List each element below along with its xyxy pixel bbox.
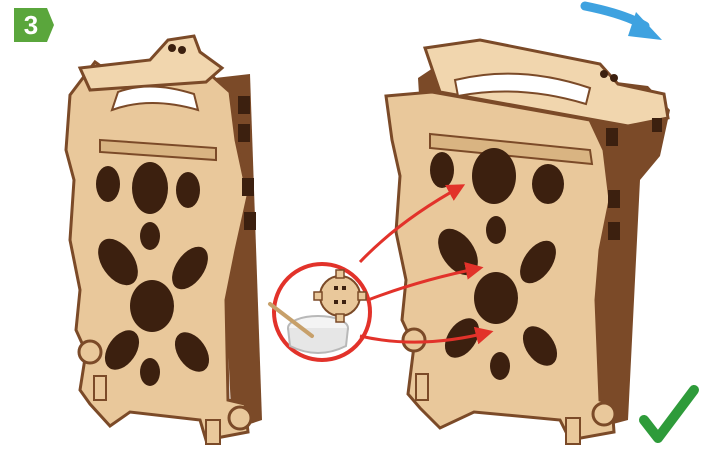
rotate-arrow-icon: [585, 6, 662, 40]
frame-assembled: [386, 40, 670, 444]
glue-callout: [270, 264, 370, 360]
frame-unassembled: [66, 36, 262, 444]
checkmark-icon: [644, 390, 694, 438]
